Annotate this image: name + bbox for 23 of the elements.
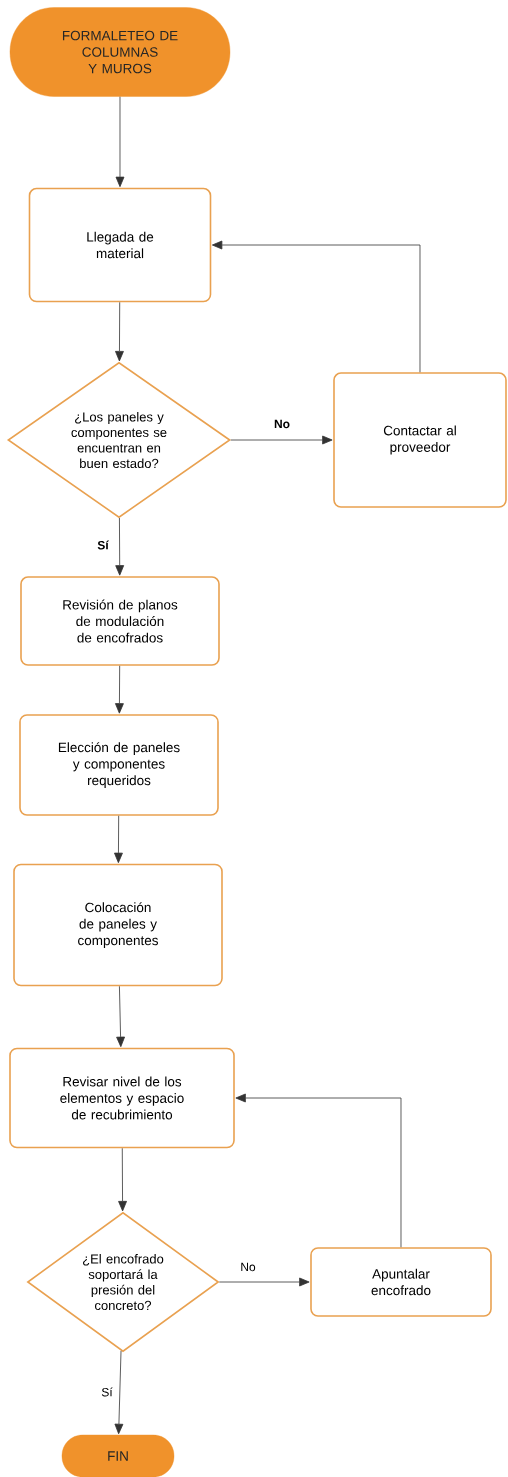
arrow: [116, 985, 125, 1048]
arrow: [115, 517, 125, 576]
arrow: [115, 301, 124, 362]
process-box: Contactar al proveedor: [333, 372, 507, 508]
arrow: [115, 665, 124, 714]
process-box: Llegada de material: [28, 187, 212, 303]
process-box: Elección de paneles y componentes requeridos: [19, 714, 219, 816]
process-box: Revisión de planos de modulación de encofrados: [20, 576, 220, 666]
arrow: [115, 96, 125, 188]
arrow: [211, 240, 421, 373]
edge-label: No: [239, 1261, 257, 1273]
process-box: Apuntalar encofrado: [310, 1247, 492, 1317]
edge-label: No: [273, 418, 291, 430]
arrow: [114, 815, 123, 864]
arrow: [235, 1093, 402, 1248]
edge-label: Sí: [100, 1386, 114, 1398]
arrow: [230, 435, 333, 445]
arrow: [118, 1147, 127, 1212]
process-box: Colocación de paneles y componentes: [13, 863, 223, 987]
process-box: Revisar nivel de los elementos y espacio de recubrimiento: [9, 1047, 235, 1149]
arrow: [114, 1350, 124, 1435]
edge-label: Sí: [96, 539, 110, 551]
arrow: [218, 1277, 310, 1287]
